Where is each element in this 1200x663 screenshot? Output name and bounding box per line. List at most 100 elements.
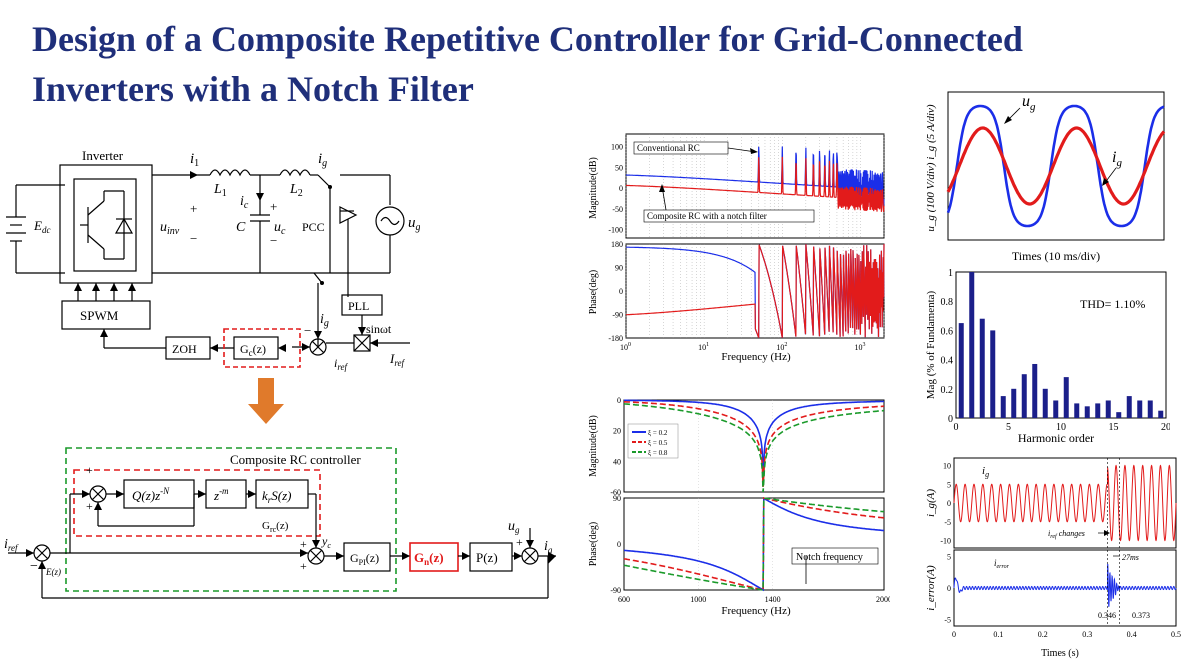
label-i1-sub: 1 (194, 158, 199, 169)
label-ug-block: u (508, 519, 515, 534)
tr-label-iref-sub: ref (1050, 533, 1058, 540)
label-plus-y1: + (300, 537, 307, 551)
tr-label-ierror-sub: error (997, 564, 1010, 570)
thd-x-tick: 10 (1056, 422, 1066, 433)
label-plus-y2: + (300, 559, 307, 573)
label-composite: Composite RC controller (230, 452, 361, 467)
svg-text:uc: uc (274, 220, 286, 237)
svg-text:Gn(z): Gn(z) (414, 550, 444, 567)
thd-y-tick: 0.6 (941, 326, 954, 337)
label-uinv: u (160, 220, 167, 235)
transient-top-tick: 0 (947, 499, 951, 508)
bode2-mag-tick: -60 (610, 488, 621, 497)
bode1-mag-tick: -100 (608, 226, 623, 235)
label-grc-tail: (z) (276, 520, 289, 532)
svg-text:iref: iref (4, 537, 19, 553)
svg-text:ic: ic (240, 194, 249, 211)
tr-label-iref: i (1048, 529, 1050, 538)
svg-text:Iref: Iref (389, 351, 406, 368)
label-plus-inv: + (190, 201, 197, 216)
label-ug-block-sub: g (515, 525, 520, 535)
thd-bar (1158, 410, 1164, 418)
label-Iref-sub: ref (394, 358, 405, 368)
label-uc: u (274, 220, 281, 235)
tr-label-ierror: i (994, 558, 997, 568)
label-grc-sub: rc (270, 525, 277, 534)
label-edc-sub: dc (42, 225, 51, 235)
svg-text:Q(z)z-N: Q(z)z-N (132, 486, 170, 503)
tr-ylabel-bot: i_error(A) (925, 565, 937, 611)
label-zoh: ZOH (172, 342, 197, 356)
label-ug: u (408, 215, 416, 231)
bode1-phase-tick: -90 (612, 311, 623, 320)
bode2-phase-tick: 0 (617, 540, 621, 549)
label-Iref: I (389, 351, 395, 366)
thd-value-label: THD= 1.10% (1080, 297, 1145, 311)
label-minus-sum: − (304, 323, 311, 338)
label-ig-top: i (318, 151, 322, 167)
transient-top-tick: 5 (947, 480, 951, 489)
down-arrow-icon (248, 378, 284, 424)
thd-bar (1137, 400, 1143, 418)
label-ez: E(z) (45, 567, 61, 577)
svg-text:ig: ig (320, 312, 329, 329)
thd-bar (1042, 388, 1048, 418)
svg-text:iref: iref (334, 356, 349, 372)
tr-label-0373: 0.373 (1132, 611, 1150, 620)
bode1-x-tick: 103 (854, 342, 865, 352)
label-ic: i (240, 194, 244, 209)
block-diagram: Composite RC controller Q(z)z-N z-m krS(… (4, 447, 556, 599)
thd-bar (969, 272, 975, 418)
label-pz: P(z) (476, 550, 498, 565)
bode2-phase-tick: -90 (610, 586, 621, 595)
label-uc-sub: c (281, 226, 286, 237)
label-ig-block-sub: g (548, 545, 553, 555)
bode1-mag-tick: -50 (612, 205, 623, 214)
svg-text:L2: L2 (289, 182, 303, 199)
tr-label-iref-tail: changes (1057, 529, 1085, 538)
label-plus-rc2: + (86, 463, 93, 477)
bode1-x-tick: 101 (698, 342, 709, 352)
thd-y-tick: 0.8 (941, 297, 954, 308)
bode2-mag-tick: 0 (617, 396, 621, 405)
thd-bar (979, 318, 985, 418)
thd-bar (1084, 406, 1090, 418)
transient-bot-tick: 0 (947, 584, 951, 593)
wave-ylabel: u_g (100 V/div) i_g (5 A/div) (925, 104, 937, 232)
bode1-phase-series (625, 243, 885, 338)
label-L1: L (213, 182, 222, 197)
label-gn-tail: (z) (429, 550, 443, 565)
bode2-mag-tick: 20 (613, 427, 621, 436)
thd-y-tick: 1 (948, 268, 953, 279)
bode2-x-tick: 1400 (765, 595, 781, 604)
tr-label-ig-sub: g (985, 470, 989, 479)
thd-bar (1053, 400, 1059, 418)
bode1-phase-tick: 90 (615, 264, 623, 273)
wave-label-ug: u (1022, 93, 1030, 110)
bode1-mag-tick: 0 (619, 184, 623, 193)
label-q-sup: -N (160, 486, 170, 496)
svg-text:ierror: ierror (994, 558, 1010, 570)
wave-xlabel: Times (10 ms/div) (1012, 249, 1100, 263)
label-gpi: G (350, 551, 359, 565)
bode1-annot-comp: Composite RC with a notch filter (647, 211, 767, 221)
label-ic-sub: c (244, 200, 249, 211)
label-kr-sub: r (268, 495, 272, 505)
thd-xlabel: Harmonic order (1018, 431, 1094, 445)
tr-xlabel: Times (s) (1041, 648, 1079, 659)
svg-text:ig: ig (544, 539, 553, 555)
label-pll: PLL (348, 299, 369, 313)
legend-xi-08: ξ = 0.8 (648, 449, 668, 457)
title-line2: Inverters with a Notch Filter (32, 69, 474, 109)
transient-top-tick: 10 (943, 462, 951, 471)
bode2-ylabel-mag: Magnitude(dB) (588, 415, 599, 477)
label-gc-tail: (z) (253, 342, 266, 356)
label-iref: i (334, 356, 337, 370)
svg-text:iref changes: iref changes (1048, 529, 1085, 540)
legend-xi-05: ξ = 0.5 (648, 439, 668, 447)
label-ig-block: i (544, 539, 548, 554)
label-ig-fb-sub: g (324, 318, 329, 329)
